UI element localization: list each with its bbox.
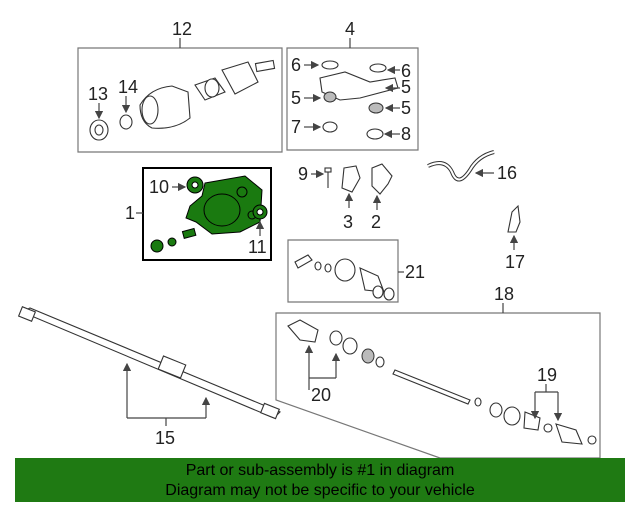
callout-5a: 5: [291, 88, 301, 108]
footer-line-2: Diagram may not be specific to your vehi…: [165, 482, 475, 499]
pipe-parts: 16 17: [427, 150, 525, 272]
callout-5b: 5: [401, 98, 411, 118]
callout-18: 18: [494, 284, 514, 304]
callout-19: 19: [537, 365, 557, 385]
axle-shaft-part: [392, 369, 471, 405]
callout-15: 15: [155, 428, 175, 448]
callout-20: 20: [311, 385, 331, 405]
callout-6b: 6: [401, 61, 411, 81]
callout-17: 17: [505, 252, 525, 272]
callout-16: 16: [497, 163, 517, 183]
group-4-box: 4 6 6 5 5 5 7 8: [286, 19, 419, 151]
callout-3: 3: [343, 212, 353, 232]
propeller-shaft: 15: [17, 306, 281, 448]
callout-12: 12: [172, 19, 192, 39]
callout-13: 13: [88, 84, 108, 104]
callout-10: 10: [149, 177, 169, 197]
group-18-box: 18 20 19: [275, 284, 601, 459]
callout-7: 7: [291, 117, 301, 137]
group-12-box: 12 13 14: [77, 19, 283, 153]
callout-5c: 5: [401, 77, 411, 97]
callout-21: 21: [405, 262, 425, 282]
callout-1: 1: [125, 203, 135, 223]
shaft-tube-part: [20, 307, 281, 419]
callout-9: 9: [298, 164, 308, 184]
callout-6a: 6: [291, 55, 301, 75]
callout-14: 14: [118, 77, 138, 97]
group-21-box: 21: [287, 239, 425, 303]
differential-assembly-highlight: [185, 175, 263, 235]
callout-11: 11: [248, 237, 267, 257]
callout-4: 4: [345, 19, 355, 39]
callout-2: 2: [371, 212, 381, 232]
pinion-part: [221, 61, 259, 95]
group-1-box: 1 10 11: [125, 167, 272, 261]
bracket-parts: 9 3 2: [298, 163, 393, 232]
footer-line-1: Part or sub-assembly is #1 in diagram: [185, 462, 455, 479]
footer-banner: Part or sub-assembly is #1 in diagram Di…: [15, 458, 625, 502]
callout-8: 8: [401, 124, 411, 144]
